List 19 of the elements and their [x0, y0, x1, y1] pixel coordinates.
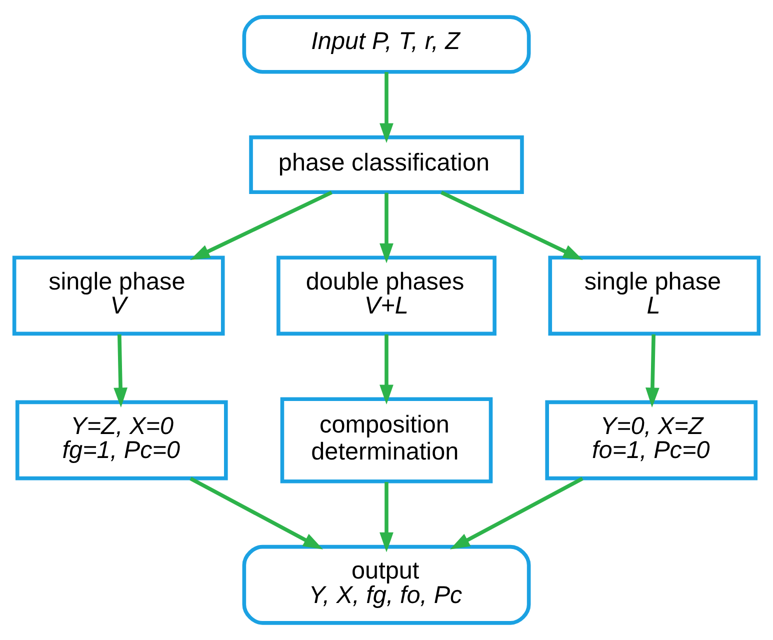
node-box: Y=Z, X=0 fg=1, Pc=0 [15, 400, 228, 480]
node-box: output Y, X, fg, fo, Pc [242, 544, 531, 625]
arrow [190, 476, 324, 550]
node-box: Input P, T, r, Z [242, 15, 531, 74]
arrow [380, 334, 394, 405]
node-box: double phases V+L [276, 256, 496, 336]
arrow [380, 192, 394, 264]
node-box: single phase L [548, 256, 761, 336]
arrow [646, 334, 660, 408]
arrow [114, 334, 128, 408]
arrow [190, 190, 332, 260]
node-box: Y=0, X=Z fo=1, Pc=0 [545, 400, 758, 480]
arrow [440, 190, 583, 260]
arrow [380, 72, 394, 144]
arrow [380, 482, 394, 552]
node-box: composition determination [280, 397, 493, 484]
node-box: single phase V [12, 256, 225, 336]
node-box: phase classification [249, 135, 524, 194]
arrow [450, 476, 584, 550]
